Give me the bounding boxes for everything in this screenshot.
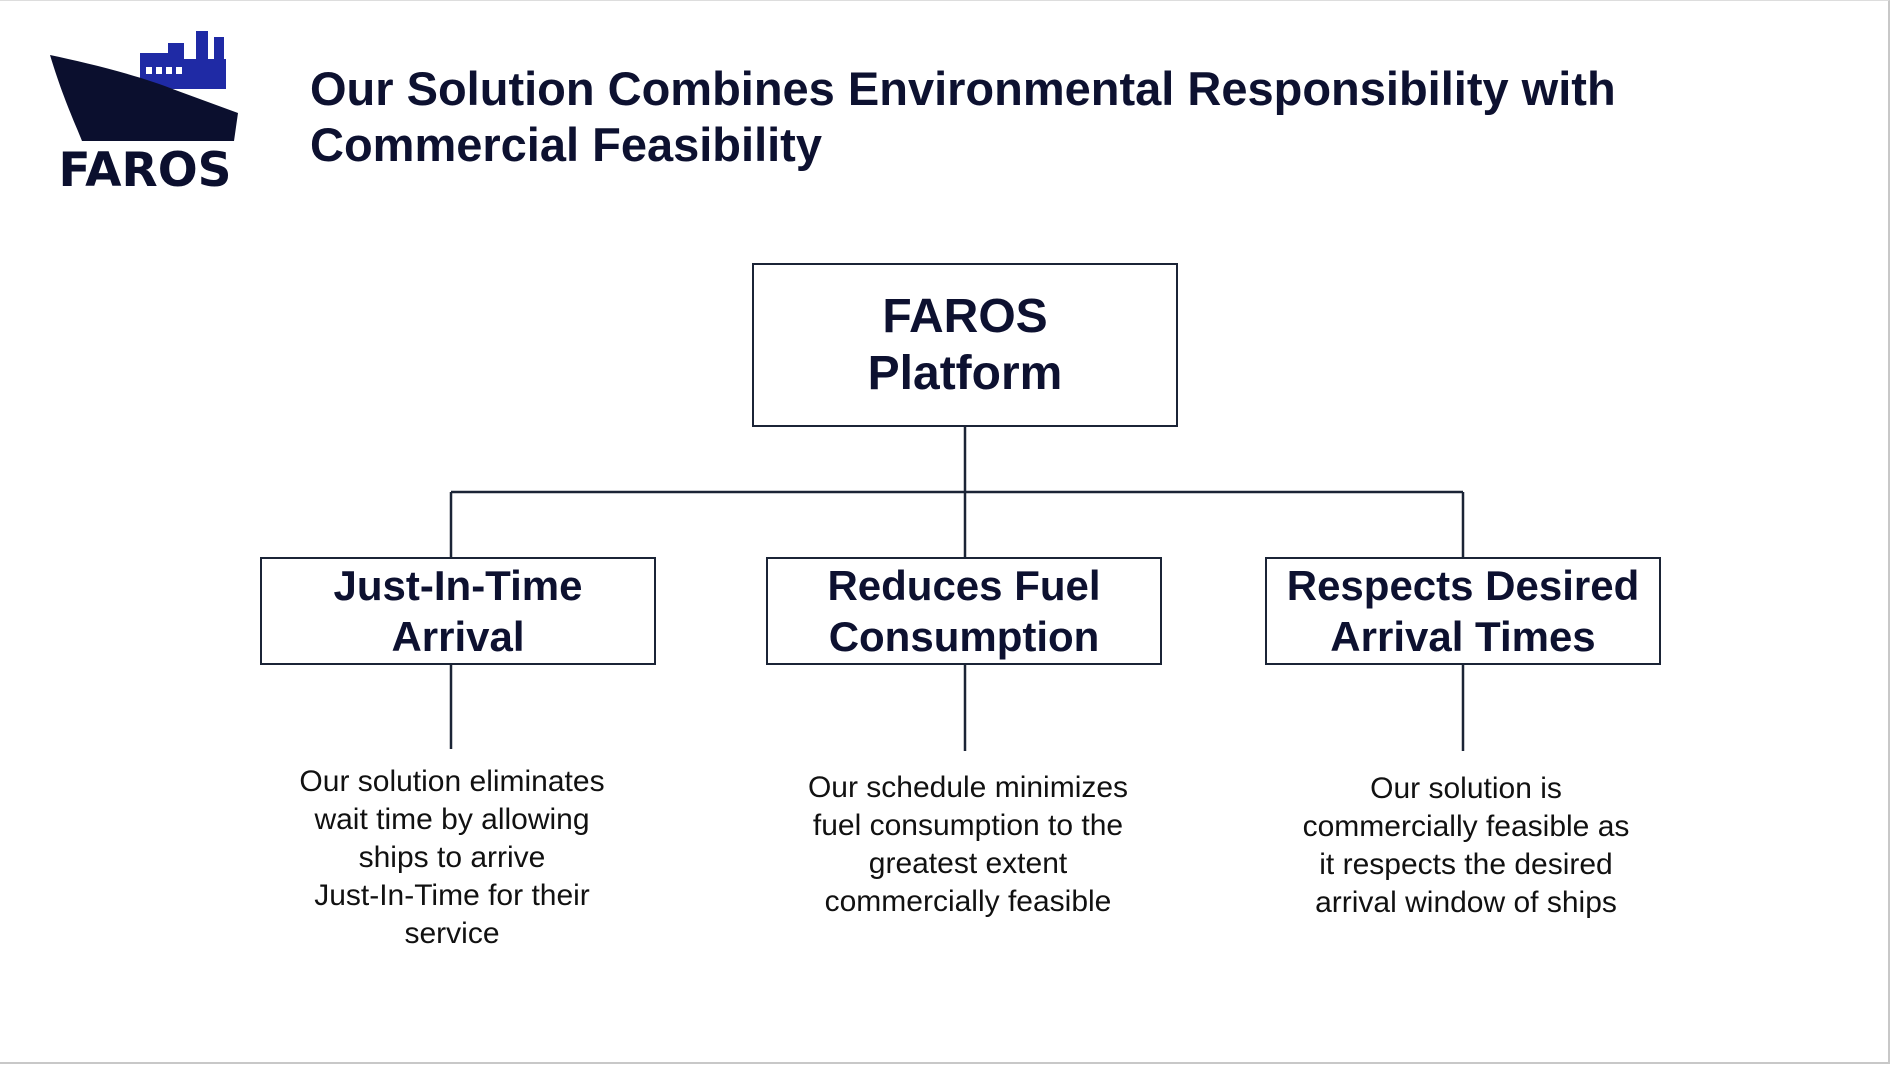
- branch-1-line-1: Just-In-Time: [333, 562, 583, 609]
- cargo-ship-icon: [50, 31, 238, 141]
- root-box-line-1: FAROS: [882, 290, 1048, 343]
- branch-1-line-2: Arrival: [391, 613, 525, 660]
- branch-3-line-1: Respects Desired: [1286, 562, 1640, 609]
- page-title: Our Solution Combines Environmental Resp…: [310, 62, 1616, 171]
- branch-2-line-2: Consumption: [828, 613, 1100, 660]
- just-in-time-arrival-box: Just-In-Time Arrival: [260, 557, 656, 665]
- faros-logo: FAROS: [48, 25, 242, 201]
- branch-3-line-2: Arrival Times: [1330, 613, 1596, 660]
- faros-platform-box: FAROS Platform: [752, 263, 1178, 427]
- arrival-times-description: Our solution is commercially feasible as…: [1302, 772, 1630, 919]
- reduces-fuel-consumption-box: Reduces Fuel Consumption: [766, 557, 1162, 665]
- fuel-consumption-description: Our schedule minimizes fuel consumption …: [807, 771, 1129, 918]
- logo-wordmark: FAROS: [58, 143, 232, 198]
- root-box-line-2: Platform: [867, 347, 1063, 400]
- respects-desired-arrival-times-box: Respects Desired Arrival Times: [1265, 557, 1661, 665]
- branch-2-line-1: Reduces Fuel: [827, 562, 1101, 609]
- just-in-time-description: Our solution eliminates wait time by all…: [299, 765, 605, 950]
